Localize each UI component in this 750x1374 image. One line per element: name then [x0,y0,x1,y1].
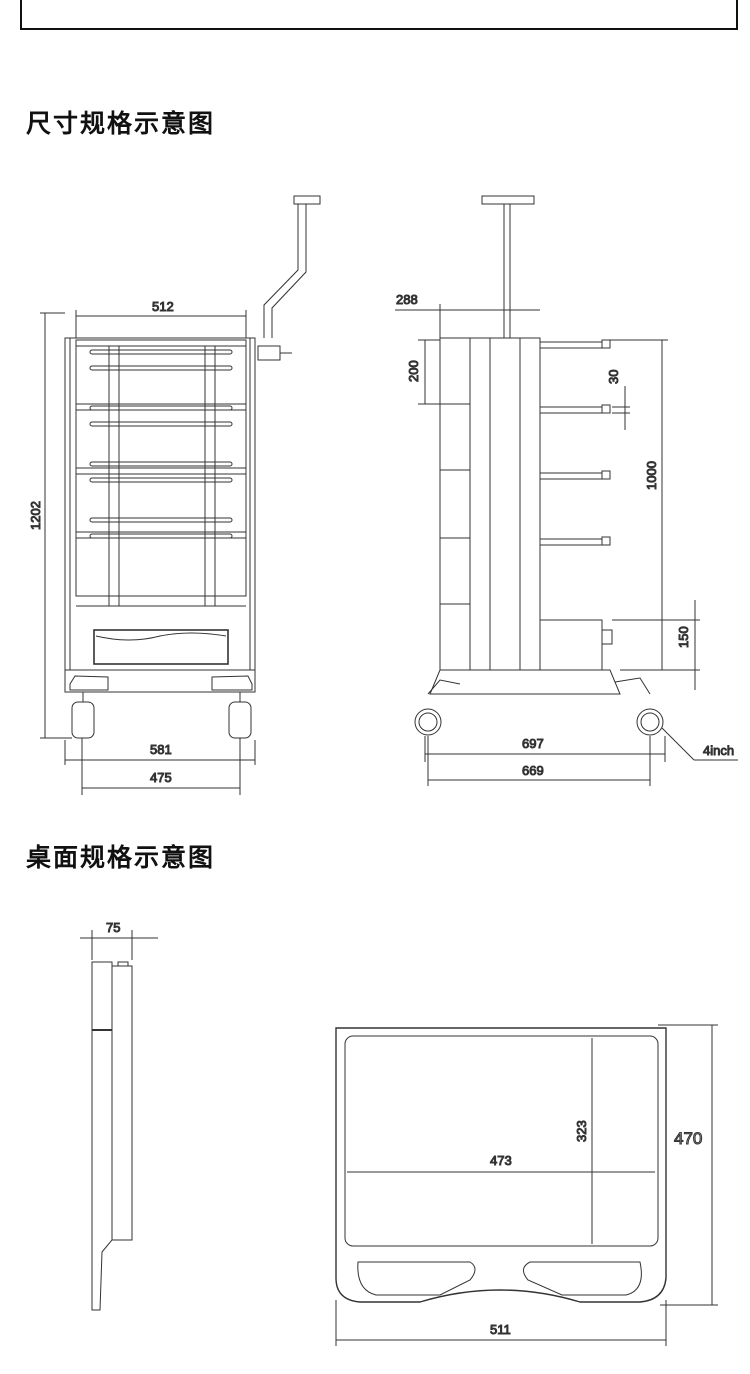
dim-475: 475 [150,770,172,785]
dim-323: 323 [574,1120,589,1142]
dim-473: 473 [490,1153,512,1168]
dim-30: 30 [606,370,621,384]
dim-581: 581 [150,742,172,757]
top-banner-frame [20,0,738,30]
dim-512: 512 [152,299,174,314]
dim-470: 470 [674,1129,702,1148]
dim-511: 511 [490,1322,511,1337]
side-view-drawing [395,195,738,786]
dim-75: 75 [106,920,120,935]
dim-200: 200 [406,360,421,382]
front-view-drawing [40,195,321,795]
dim-1202: 1202 [28,501,43,530]
section-title-desktop: 桌面规格示意图 [26,843,216,872]
desk-side-drawing [80,930,158,1311]
desk-top-drawing [335,1024,718,1346]
dim-697: 697 [522,736,544,751]
dim-669: 669 [522,763,544,778]
dim-288: 288 [396,292,418,307]
dim-4inch: 4inch [703,743,734,758]
dim-150: 150 [676,626,691,648]
dim-1000: 1000 [644,461,659,490]
section-title-dimensions: 尺寸规格示意图 [26,109,216,138]
